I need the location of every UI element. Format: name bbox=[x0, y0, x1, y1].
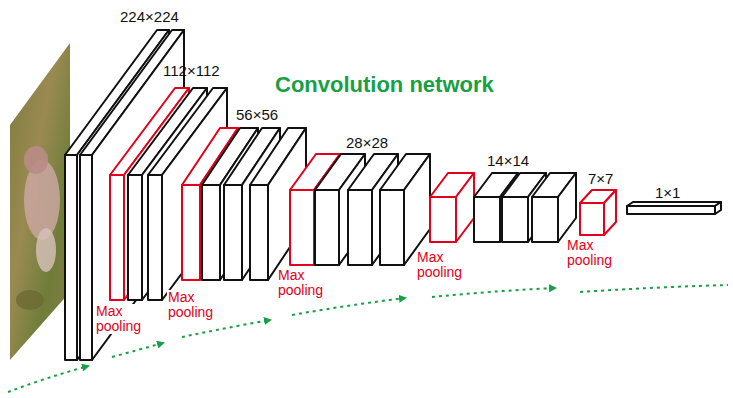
pooling-label: Max pooling bbox=[95, 304, 153, 334]
size-label: 28×28 bbox=[346, 134, 388, 151]
feature-maps bbox=[65, 30, 721, 360]
slab-face bbox=[110, 175, 124, 300]
slab-face bbox=[558, 173, 576, 242]
slab-face bbox=[430, 197, 456, 242]
slab-face bbox=[348, 190, 372, 265]
slab-face bbox=[315, 190, 339, 265]
slab-face bbox=[250, 185, 268, 280]
size-label: 7×7 bbox=[588, 170, 613, 187]
pooling-label: Max pooling bbox=[167, 290, 225, 320]
pooling-label: Max pooling bbox=[566, 238, 624, 268]
slab-face bbox=[474, 197, 500, 242]
slab-face bbox=[65, 155, 77, 360]
size-label: 14×14 bbox=[487, 152, 529, 169]
slab-face bbox=[456, 173, 474, 242]
input-photo bbox=[10, 43, 70, 360]
pooling-label: Max pooling bbox=[416, 250, 474, 280]
slab-face bbox=[290, 190, 314, 265]
size-label: 56×56 bbox=[236, 106, 278, 123]
slab-face bbox=[202, 185, 220, 280]
flow-arrows bbox=[8, 285, 728, 392]
slab-face bbox=[224, 185, 242, 280]
slab-face bbox=[380, 190, 404, 265]
size-label: 112×112 bbox=[163, 62, 220, 79]
slab-face bbox=[404, 154, 430, 265]
size-label: 224×224 bbox=[120, 8, 179, 25]
size-label: 1×1 bbox=[655, 184, 680, 201]
slab-face bbox=[604, 190, 616, 235]
slab-face bbox=[580, 203, 604, 235]
slab-face bbox=[182, 185, 200, 280]
slab-face bbox=[502, 197, 528, 242]
slab-face bbox=[162, 88, 227, 300]
slab-face bbox=[128, 175, 142, 300]
slab-face bbox=[627, 206, 715, 214]
slab-face bbox=[532, 197, 558, 242]
slab-face bbox=[148, 175, 162, 300]
pooling-label: Max pooling bbox=[277, 268, 335, 298]
slab-face bbox=[80, 155, 92, 360]
diagram-title: Convolution network bbox=[275, 72, 494, 98]
